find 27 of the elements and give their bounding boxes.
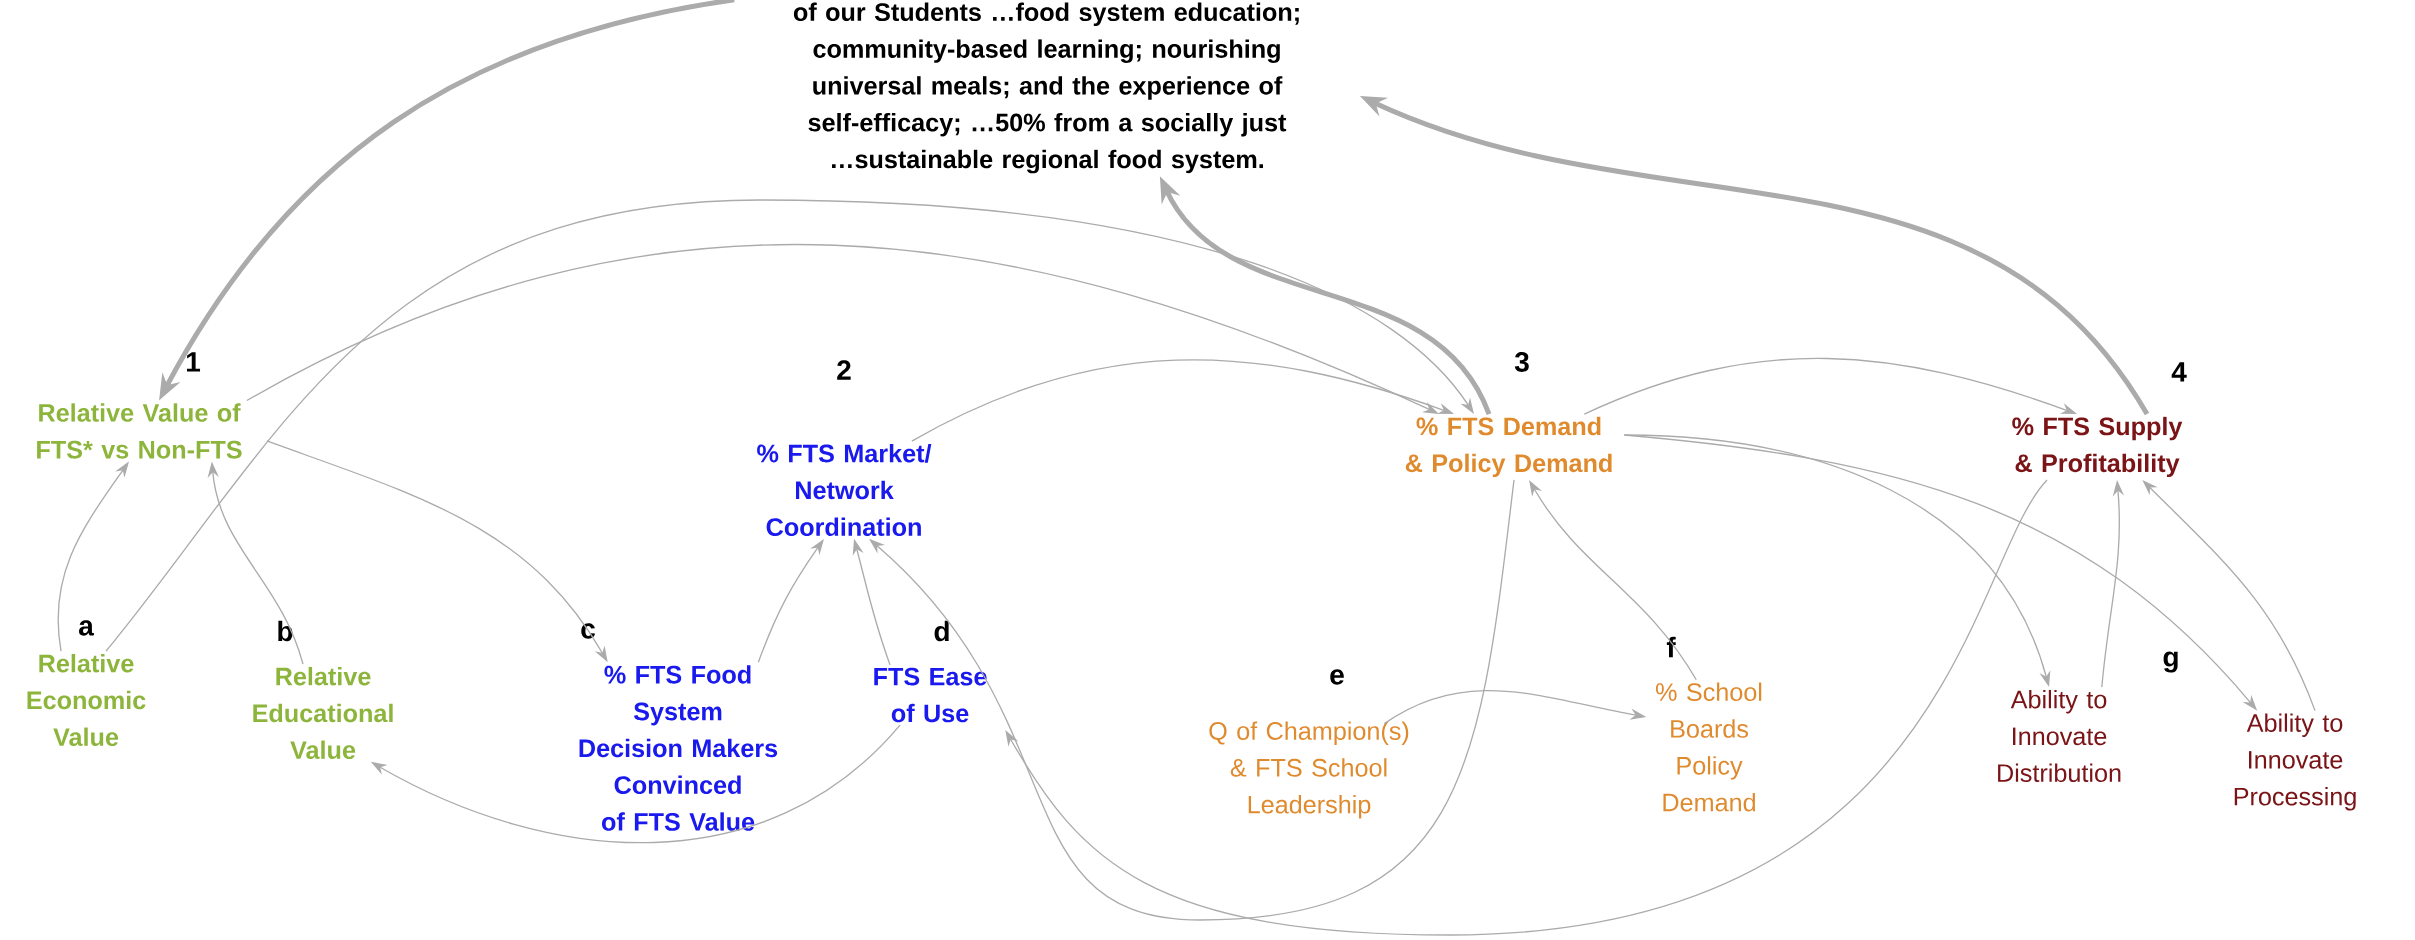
node-label: Relative Educational Value — [253, 666, 393, 760]
node-label: % School Boards Policy Demand — [1655, 682, 1762, 812]
number-label: a — [79, 620, 94, 636]
number-label: 3 — [1514, 352, 1529, 372]
node-label: Q of Champion(s) & FTS School Leadership — [1209, 721, 1409, 819]
number-label: f — [1666, 636, 1676, 658]
node-label: Relative Economic Value — [27, 653, 146, 747]
number-label: 4 — [2171, 362, 2187, 382]
number-label: c — [581, 623, 595, 639]
number-label: d — [934, 620, 949, 642]
node-label: % FTS Food System Decision Makers Convinced of FTS Value — [579, 665, 778, 831]
arrow — [869, 479, 1515, 921]
number-label: e — [1330, 669, 1344, 685]
node-label: % FTS Supply & Profitability — [2012, 416, 2183, 478]
node-label: Ability to Innovate Distribution — [1998, 689, 2121, 783]
node-label: Ability to Innovate Processing — [2234, 713, 2356, 811]
node-label: Relative Value of FTS* vs Non-FTS — [37, 403, 242, 459]
node-label: % FTS Market/ Network Coordination — [757, 443, 932, 537]
number-label: 2 — [837, 360, 851, 380]
number-label: b — [278, 620, 293, 642]
number-label: 1 — [187, 352, 201, 372]
letter-label: g — [2163, 651, 2178, 673]
node-label: % FTS Demand & Policy Demand — [1405, 416, 1612, 478]
node-label: FTS Ease of Use — [874, 667, 987, 723]
arrow — [1005, 479, 2048, 936]
arrow — [105, 199, 1474, 652]
goal-text: of our Students …food system education; community-based learning; nourishing universal meals; and the experience of self-efficacy; …50% from a socially just …sustainable regional food system. — [793, 2, 1299, 174]
